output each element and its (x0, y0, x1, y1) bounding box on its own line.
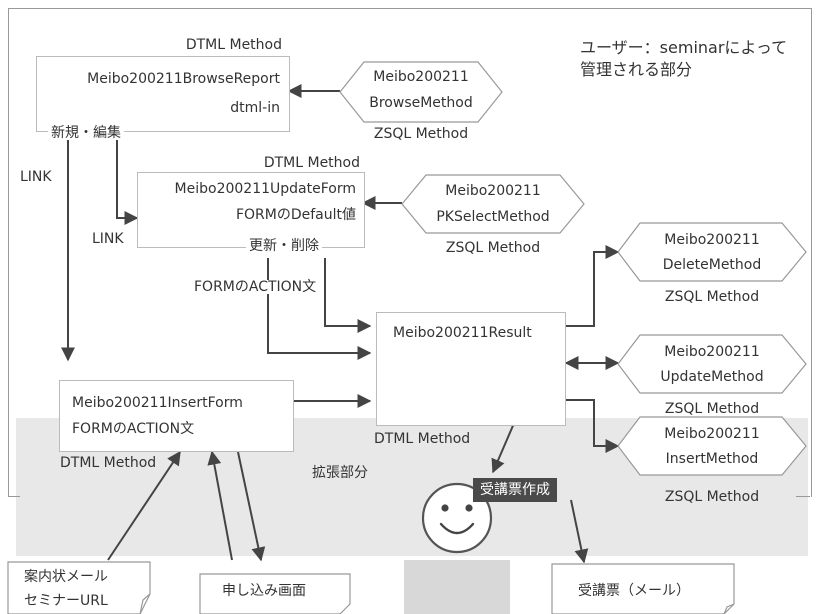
user-body (404, 560, 510, 614)
result-type: DTML Method (374, 431, 471, 447)
link-inner-label: LINK (92, 231, 124, 247)
update-form-name: Meibo200211UpdateForm (174, 181, 356, 197)
insert-method-line2: InsertMethod (665, 451, 759, 467)
doc-mail-line2: セミナーURL (24, 593, 108, 609)
insert-form-type: DTML Method (60, 455, 157, 471)
hex-update-method (617, 334, 807, 394)
update-form-box (137, 172, 365, 248)
update-form-detail: FORMのDefault値 (235, 207, 356, 223)
edge-link-inner (116, 135, 139, 225)
hex-insert-method (617, 416, 807, 476)
managed-area-frame (8, 8, 812, 497)
hex-browse-method (339, 61, 503, 123)
update-method-type: ZSQL Method (664, 401, 760, 417)
browse-report-footer: 新規・編集 (48, 126, 124, 140)
hex-pkselect-method (401, 174, 585, 234)
delete-method-line2: DeleteMethod (662, 257, 762, 273)
update-form-type: DTML Method (263, 155, 360, 171)
edge-result-to-delete (565, 245, 620, 327)
browse-report-box (36, 56, 290, 132)
edge-mail-to-insert (107, 450, 181, 561)
link-outer-label: LINK (20, 169, 52, 185)
browse-method-line2: BrowseMethod (369, 95, 473, 111)
pkselect-method-line2: PKSelectMethod (436, 209, 550, 225)
browse-report-detail: dtml-in (230, 100, 280, 116)
delete-method-type: ZSQL Method (664, 289, 760, 305)
doc-mail-line1: 案内状メール (24, 569, 108, 585)
insert-method-type: ZSQL Method (664, 489, 760, 505)
managed-area-bottom-edge (8, 496, 20, 497)
browse-method-line1: Meibo200211 (373, 69, 469, 85)
hex-delete-method (617, 222, 807, 282)
insert-method-line1: Meibo200211 (664, 426, 760, 442)
doc-mail-shape (7, 561, 151, 614)
user-eye-right (465, 504, 473, 512)
user-smile (439, 522, 475, 535)
result-name: Meibo200211Result (393, 325, 532, 341)
form-action-label: FORMのACTION文 (192, 279, 319, 295)
update-method-line2: UpdateMethod (660, 369, 764, 385)
delete-method-line1: Meibo200211 (664, 232, 760, 248)
browse-method-type: ZSQL Method (373, 126, 469, 142)
doc-ticket-label: 受講票（メール） (578, 583, 690, 599)
edge-insert-to-screen (237, 451, 266, 562)
doc-screen-label: 申し込み画面 (222, 583, 306, 599)
browse-report-type: DTML Method (185, 37, 282, 53)
scope-label-line1: ユーザー：seminarによって (580, 38, 788, 57)
pkselect-method-line1: Meibo200211 (445, 183, 541, 199)
update-form-footer: 更新・削除 (246, 239, 322, 253)
edge-update-to-result-a (267, 258, 372, 360)
doc-mail-fold (139, 593, 151, 614)
extension-label: 拡張部分 (312, 465, 368, 481)
insert-form-name: Meibo200211InsertForm (72, 395, 243, 411)
edge-screen-to-insert (207, 450, 233, 561)
update-method-line1: Meibo200211 (664, 344, 760, 360)
pkselect-method-type: ZSQL Method (445, 240, 541, 256)
scope-label-line2: 管理される部分 (580, 60, 693, 79)
browse-report-name: Meibo200211BrowseReport (87, 71, 280, 87)
doc-screen-shape (199, 573, 351, 614)
doc-ticket-fold (723, 603, 735, 614)
result-box (376, 312, 566, 426)
edge-result-to-insert-method (565, 399, 620, 453)
insert-form-detail: FORMのACTION文 (72, 421, 195, 437)
user-eye-left (441, 504, 449, 512)
edge-badge-to-ticket (570, 499, 589, 564)
managed-area-bottom-edge-right (796, 496, 810, 497)
doc-ticket-shape (551, 563, 735, 614)
ticket-create-badge: 受講票作成 (473, 478, 557, 502)
edge-update-to-result-b (324, 258, 372, 333)
insert-form-box (59, 380, 294, 452)
